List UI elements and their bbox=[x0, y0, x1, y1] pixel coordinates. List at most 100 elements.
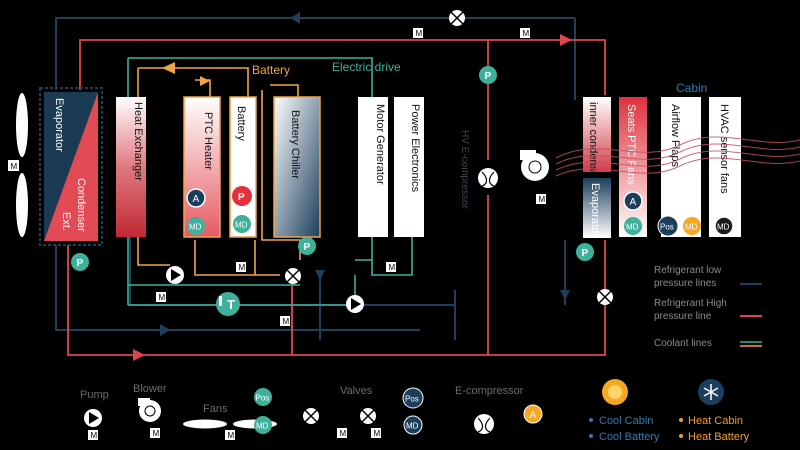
mode-cool-cabin: Cool Cabin bbox=[599, 415, 653, 427]
motor-label: M bbox=[389, 263, 396, 272]
battery-label: Battery bbox=[235, 106, 247, 141]
motor-label: M bbox=[374, 429, 381, 438]
line-legend: Refrigerant low pressure lines Refrigera… bbox=[654, 265, 762, 349]
pressure-sensor-label: P bbox=[238, 192, 245, 203]
md-label: MD bbox=[189, 223, 202, 232]
legend-valves-label: Valves bbox=[340, 385, 373, 397]
power-electronics-label: Power Electronics bbox=[409, 104, 421, 193]
actuator-label: A bbox=[630, 197, 637, 208]
heat-exchanger[interactable]: Heat Exchanger bbox=[116, 97, 146, 237]
motor-label: M bbox=[539, 195, 546, 204]
position-sensor-icon: Pos bbox=[657, 215, 679, 237]
valve-cabin[interactable] bbox=[597, 289, 613, 305]
pressure-sensor-icon: P bbox=[479, 66, 497, 84]
cabin-evaporator[interactable]: Evaporator bbox=[583, 178, 611, 238]
md-label: MD bbox=[256, 422, 269, 431]
md-label: MD bbox=[235, 221, 248, 230]
md-label: MD bbox=[406, 422, 419, 431]
legend-blower-label: Blower bbox=[133, 383, 167, 395]
pressure-sensor-label: P bbox=[485, 71, 492, 82]
position-label: Pos bbox=[256, 394, 270, 403]
airflow-flaps[interactable]: Airflow Flaps bbox=[661, 97, 701, 237]
hv-ecompressor-label: HV E-compressor bbox=[459, 130, 470, 210]
motor-label: M bbox=[416, 29, 423, 38]
pump-battery-loop[interactable] bbox=[166, 266, 184, 284]
valve-chiller[interactable] bbox=[285, 268, 301, 284]
motor-generator[interactable]: Motor Generator bbox=[358, 97, 388, 237]
actuator-icon: A bbox=[186, 188, 206, 208]
arrow-ptc bbox=[200, 76, 210, 86]
md-label: MD bbox=[685, 223, 698, 232]
electric-drive-group-label: Electric drive bbox=[332, 60, 401, 74]
inner-condenser[interactable]: inner condenser bbox=[583, 97, 611, 181]
temperature-sensor-label: T bbox=[227, 297, 235, 312]
motor-label: M bbox=[228, 431, 235, 440]
pump-drive-loop[interactable] bbox=[346, 295, 364, 313]
inner-condenser-label: inner condenser bbox=[587, 102, 599, 181]
legend-pump-label: Pump bbox=[80, 389, 109, 401]
motor-label: M bbox=[91, 431, 98, 440]
seats-ptc-fans[interactable]: Seats PTC Fans bbox=[619, 97, 647, 237]
cabin-evaporator-label: Evaporator bbox=[589, 183, 601, 237]
coolant-lines-green bbox=[127, 57, 413, 306]
arrow-high-bottom bbox=[133, 349, 145, 361]
cabin-group-label: Cabin bbox=[676, 81, 707, 95]
pressure-sensor-label: P bbox=[77, 258, 84, 269]
heat-exchanger-label: Heat Exchanger bbox=[132, 102, 144, 181]
md-badge-icon: MD bbox=[683, 217, 701, 235]
legend-low-pressure-2: pressure lines bbox=[654, 278, 716, 289]
high-pressure-lines bbox=[67, 39, 606, 356]
legend-coolant: Coolant lines bbox=[654, 338, 712, 349]
mode-heat-cabin: Heat Cabin bbox=[688, 415, 743, 427]
evaporator-condenser-ext[interactable]: Evaporator Condenser Ext. bbox=[39, 87, 103, 246]
legend-high-pressure-2: pressure line bbox=[654, 311, 712, 322]
arrow-high-top bbox=[560, 34, 572, 46]
pressure-sensor-icon: P bbox=[576, 243, 594, 261]
evaporator-label: Evaporator bbox=[53, 98, 65, 152]
flow-arrows bbox=[133, 12, 572, 361]
ptc-heater[interactable]: PTC Heater bbox=[183, 96, 221, 238]
exterior-fan-icon: M bbox=[8, 93, 28, 237]
battery-chiller[interactable]: Battery Chiller bbox=[273, 96, 321, 238]
pressure-sensor-red-icon: P bbox=[232, 186, 252, 206]
motor-markers: M M M M M M M bbox=[156, 28, 546, 326]
battery-chiller-label: Battery Chiller bbox=[289, 110, 301, 179]
position-label: Pos bbox=[660, 223, 674, 232]
pressure-sensor-icon: P bbox=[298, 237, 316, 255]
arrow-low-bottom bbox=[160, 324, 170, 336]
airflow-flaps-label: Airflow Flaps bbox=[669, 104, 681, 167]
arrow-low-right bbox=[560, 290, 570, 300]
blower-icon[interactable] bbox=[520, 150, 549, 181]
power-electronics[interactable]: Power Electronics bbox=[394, 97, 424, 237]
mode-heat-battery: Heat Battery bbox=[688, 431, 750, 443]
motor-label: M bbox=[153, 429, 160, 438]
pressure-sensor-label: P bbox=[582, 248, 589, 259]
motor-label: M bbox=[159, 293, 166, 302]
valve-top[interactable] bbox=[449, 10, 465, 26]
motor-label: M bbox=[239, 263, 246, 272]
condenser-label: Condenser bbox=[75, 178, 87, 232]
arrow-low-mid bbox=[315, 270, 325, 280]
motor-generator-label: Motor Generator bbox=[374, 104, 386, 185]
motor-label: M bbox=[340, 429, 347, 438]
arrow-low-top bbox=[290, 12, 300, 24]
legend-ecompressor-label: E-compressor bbox=[455, 385, 524, 397]
temperature-sensor-icon: T bbox=[216, 292, 240, 316]
ext-label: Ext. bbox=[60, 212, 72, 231]
hv-ecompressor-icon[interactable] bbox=[478, 168, 498, 188]
motor-label: M bbox=[283, 317, 290, 326]
mode-cool-battery: Cool Battery bbox=[599, 431, 660, 443]
actuator-icon: A bbox=[623, 191, 643, 211]
md-badge-icon: MD bbox=[233, 215, 251, 233]
legend-fans-label: Fans bbox=[203, 403, 228, 415]
pressure-sensor-label: P bbox=[304, 242, 311, 253]
hvac-sensor-fans[interactable]: HVAC sensor fans bbox=[709, 97, 741, 237]
legend-high-pressure-1: Refrigerant High bbox=[654, 298, 727, 309]
battery[interactable]: Battery bbox=[229, 96, 257, 238]
cabin-airflow-streaks bbox=[555, 136, 800, 177]
md-label: MD bbox=[626, 223, 639, 232]
md-label: MD bbox=[717, 223, 730, 232]
arrow-coolant-orange bbox=[162, 62, 175, 74]
battery-group-label: Battery bbox=[252, 63, 290, 77]
